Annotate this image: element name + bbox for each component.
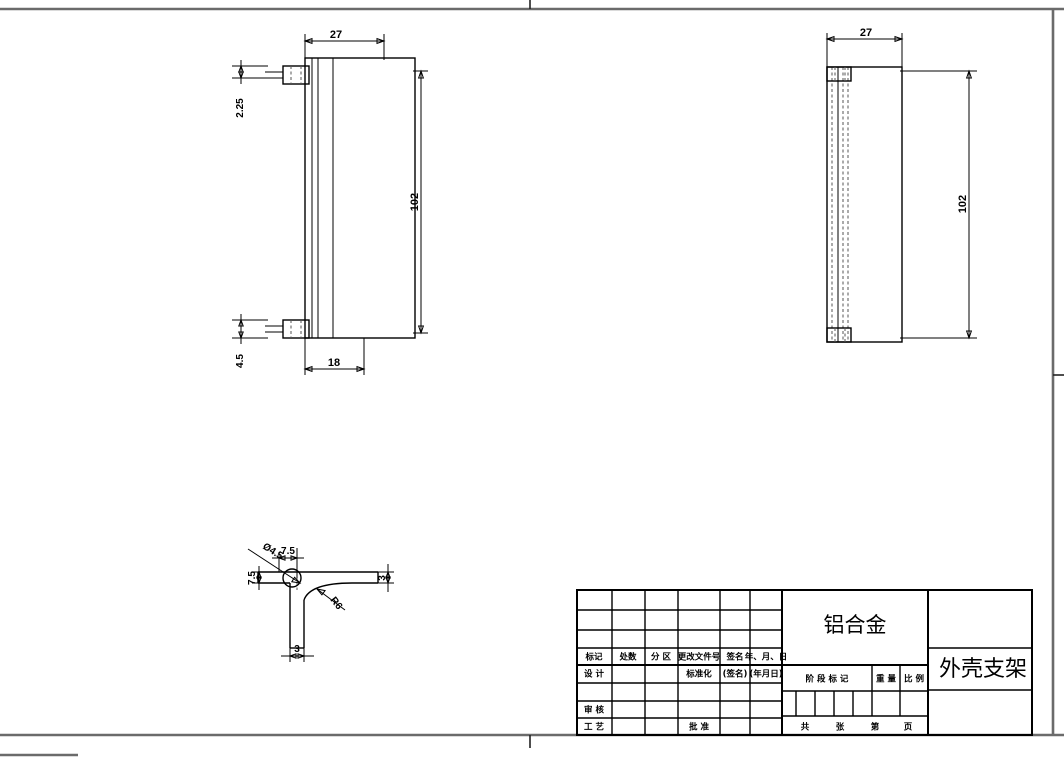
sheet-count-gong: 共 (801, 722, 810, 733)
revision-row-signature: (签名) (723, 669, 748, 680)
revision-header-0: 标记 (584, 652, 603, 663)
dimension-height-4-5: 4.5 (232, 314, 268, 368)
revision-row-date: (年月日) (749, 669, 782, 680)
dimension-width-27: 27 (303, 29, 386, 60)
revision-header-3: 更改文件号 (678, 652, 721, 663)
revision-row-standardize: 标准化 (685, 669, 712, 680)
revision-row-approve: 批 准 (689, 722, 709, 733)
dimension-label-offset-7-5-vertical: 7.5 (247, 571, 258, 585)
revision-row-label-design: 设 计 (584, 669, 604, 680)
dimension-label-side-width-27: 27 (860, 27, 872, 39)
dimension-label-width-18: 18 (328, 357, 340, 369)
dimension-label-offset-7-5-horizontal: 7.5 (281, 546, 295, 557)
side-view-bottom-hole-detail (826, 327, 852, 343)
stage-header-mark: 阶 段 标 记 (806, 674, 849, 685)
dimension-offset-7-5-vertical: 7.5 (247, 566, 282, 590)
dimension-side-height-102: 102 (900, 69, 977, 340)
revision-row-label-review: 审 核 (584, 705, 604, 716)
material-label: 铝合金 (824, 613, 887, 637)
dimension-height-102: 102 (409, 69, 428, 335)
dimension-fillet-r6: R6 (315, 588, 346, 612)
revision-row-label-process: 工 艺 (584, 722, 604, 733)
stage-header-scale: 比 例 (904, 674, 924, 685)
dimension-label-thickness-3-bottom: 3 (294, 644, 300, 655)
dimension-side-width-27: 27 (825, 27, 904, 69)
revision-table: 标记 处数 分 区 更改文件号 签名 年、月、日 设 计 标准化 (签名) (年… (577, 590, 787, 735)
dimension-label-side-height-102: 102 (957, 195, 969, 213)
dimension-offset-7-5-horizontal: 7.5 (272, 546, 304, 578)
stage-header-weight: 重 量 (876, 674, 896, 685)
dimension-label-fillet-r6: R6 (328, 595, 345, 612)
part-name-label: 外壳支架 (939, 657, 1027, 682)
front-view: 27 102 18 (232, 29, 428, 375)
revision-header-5: 年、月、日 (745, 652, 788, 663)
dimension-label-width-27: 27 (330, 29, 342, 41)
revision-header-1: 处数 (618, 652, 637, 663)
revision-header-4: 签名 (725, 652, 743, 663)
dimension-label-height-4-5: 4.5 (235, 354, 246, 368)
revision-header-2: 分 区 (651, 652, 671, 663)
dimension-width-18: 18 (303, 338, 366, 375)
front-view-bottom-tab (265, 319, 310, 339)
part-name-section: 外壳支架 (928, 647, 1032, 691)
sheet-count-ye: 页 (904, 723, 913, 733)
dimension-label-thickness-3-right: 3 (377, 575, 388, 581)
side-view: 27 102 (825, 27, 977, 343)
section-detail-view: Ø4.5 7.5 7.5 (247, 541, 394, 662)
sheet-count-zhang: 张 (836, 723, 845, 733)
sheet-count-di: 第 (871, 722, 880, 733)
dimension-height-2-25: 2.25 (232, 60, 268, 118)
side-view-top-hole-detail (826, 66, 852, 82)
front-view-top-tab (265, 65, 310, 85)
dimension-thickness-3-right: 3 (377, 564, 394, 592)
sheet-border (0, 7, 1064, 737)
title-block: 标记 处数 分 区 更改文件号 签名 年、月、日 设 计 标准化 (签名) (年… (576, 589, 1033, 736)
dimension-label-height-2-25: 2.25 (235, 98, 246, 118)
material-stage-section: 铝合金 阶 段 标 记 重 量 比 例 共 张 第 页 (782, 590, 929, 735)
dimension-thickness-3-bottom: 3 (281, 644, 314, 662)
dimension-label-height-102: 102 (409, 193, 421, 211)
